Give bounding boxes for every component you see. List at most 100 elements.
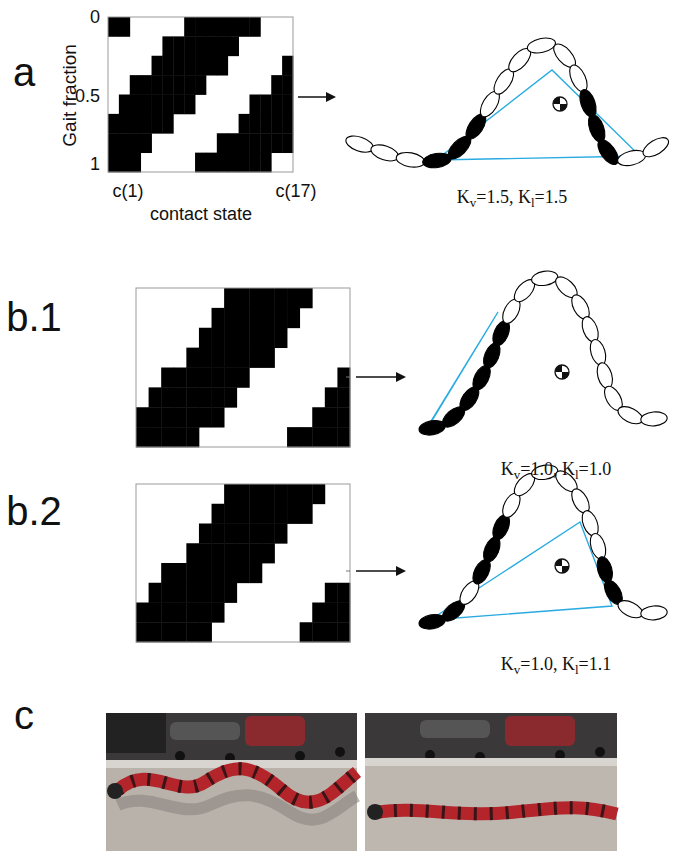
contact-cell	[271, 75, 282, 95]
contact-cell	[130, 75, 141, 95]
contact-cell	[249, 524, 262, 544]
contact-cell	[186, 348, 199, 368]
contact-cell	[199, 543, 212, 563]
snake-link	[579, 508, 601, 538]
contact-cell	[206, 17, 217, 37]
contact-cell	[130, 133, 141, 153]
subscript: v	[514, 467, 520, 482]
contact-cell	[282, 56, 293, 76]
gain-label: Kv=1.0, Kl=1.0	[501, 460, 611, 480]
contact-cell	[174, 622, 187, 642]
contact-cell	[212, 504, 225, 524]
contact-maps	[108, 17, 350, 642]
contact-cell	[152, 114, 163, 134]
contact-cell	[312, 484, 325, 504]
contact-cell	[224, 308, 237, 328]
contact-cell	[130, 95, 141, 115]
snake-bodies	[344, 36, 672, 631]
contact-cell	[274, 504, 287, 524]
contact-cell	[217, 133, 228, 153]
snake-link	[594, 555, 615, 584]
contact-cell	[141, 95, 152, 115]
map-frame	[136, 484, 350, 642]
contact-cell	[212, 543, 225, 563]
contact-cell	[262, 308, 275, 328]
contact-cell	[141, 114, 152, 134]
contact-cell	[184, 95, 195, 115]
contact-cell	[224, 387, 237, 407]
contact-cell	[274, 484, 287, 504]
contact-cell	[199, 348, 212, 368]
tick-label: 1	[90, 155, 100, 175]
contact-cell	[173, 56, 184, 76]
contact-cell	[300, 622, 313, 642]
contact-cell	[173, 95, 184, 115]
arrow-head	[396, 372, 406, 382]
contact-cell	[149, 603, 162, 623]
contact-cell	[262, 504, 275, 524]
tick-label: 0	[90, 8, 100, 28]
contact-cell	[206, 56, 217, 76]
subscript: l	[531, 195, 535, 210]
snake-link	[418, 613, 446, 631]
contact-cell	[237, 563, 250, 583]
contact-cell	[108, 153, 119, 173]
contact-cell	[161, 407, 174, 427]
contact-cell	[249, 484, 262, 504]
arrow-head	[326, 92, 336, 102]
contact-cell	[262, 288, 275, 308]
contact-cell	[237, 308, 250, 328]
contact-cell	[199, 387, 212, 407]
contact-cell	[195, 17, 206, 37]
contact-cell	[217, 36, 228, 56]
contact-cell	[274, 308, 287, 328]
contact-cell	[184, 36, 195, 56]
contact-cell	[186, 622, 199, 642]
contact-cell	[174, 427, 187, 447]
snake-link	[531, 269, 559, 287]
contact-cell	[224, 348, 237, 368]
contact-map	[136, 288, 350, 447]
contact-cell	[237, 484, 250, 504]
contact-cell	[325, 427, 338, 447]
contact-cell	[173, 75, 184, 95]
contact-cell	[174, 603, 187, 623]
arrow-head	[396, 566, 406, 576]
snake-link	[566, 62, 591, 94]
contact-cell	[186, 427, 199, 447]
contact-cell	[217, 153, 228, 173]
contact-cell	[271, 95, 282, 115]
subscript: l	[575, 467, 579, 482]
contact-map	[108, 17, 293, 172]
contact-cell	[130, 153, 141, 173]
contact-cell	[312, 622, 325, 642]
contact-cell	[337, 387, 350, 407]
contact-cell	[337, 622, 350, 642]
contact-cell	[337, 407, 350, 427]
com-symbol	[555, 559, 569, 573]
contact-cell	[212, 583, 225, 603]
contact-cell	[239, 153, 250, 173]
arrow-line	[298, 96, 328, 98]
contact-cell	[287, 288, 300, 308]
contact-cell	[237, 543, 250, 563]
contact-cell	[161, 603, 174, 623]
contact-cell	[274, 328, 287, 348]
contact-cell	[174, 387, 187, 407]
tick	[346, 571, 350, 572]
contact-cell	[212, 387, 225, 407]
contact-cell	[199, 563, 212, 583]
contact-cell	[161, 583, 174, 603]
contact-cell	[325, 407, 338, 427]
contact-cell	[162, 114, 173, 134]
axis-title: contact state	[150, 205, 252, 225]
contact-cell	[237, 288, 250, 308]
contact-cell	[239, 17, 250, 37]
contact-cell	[224, 328, 237, 348]
subscript: v	[470, 195, 476, 210]
snake-link	[587, 532, 608, 561]
contact-cell	[199, 328, 212, 348]
com-symbol	[555, 365, 569, 379]
contact-cell	[249, 133, 260, 153]
subscript: v	[514, 662, 520, 677]
